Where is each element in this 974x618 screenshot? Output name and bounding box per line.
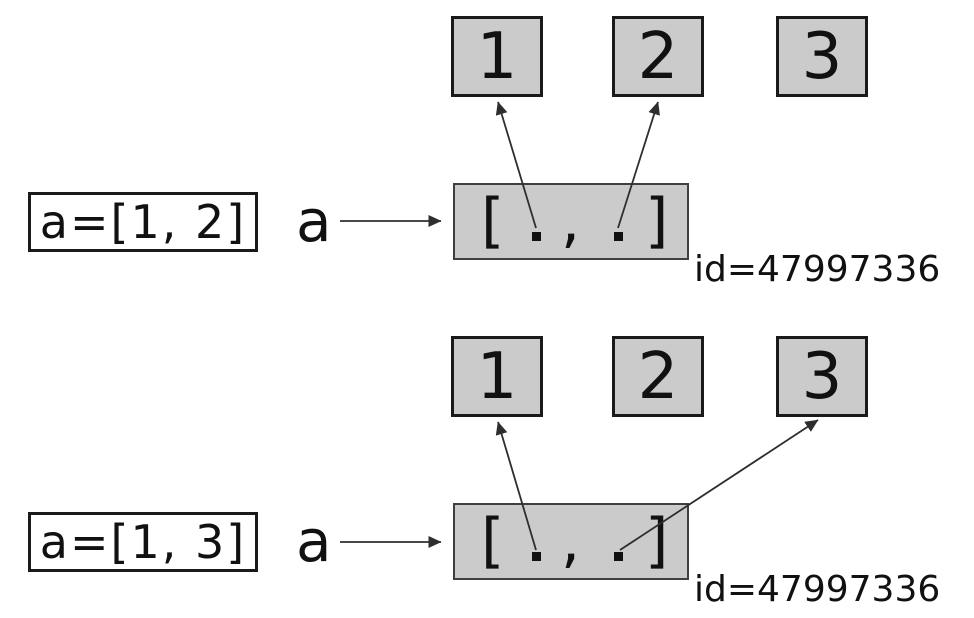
- assignment-label: a=[1, 3]: [39, 515, 247, 569]
- value-box-label: 2: [637, 19, 679, 94]
- variable-name-label: a: [296, 187, 332, 255]
- value-box-label: 1: [476, 19, 518, 94]
- separator-comma: ,: [561, 186, 581, 256]
- object-id-label: id=47997336: [694, 569, 941, 610]
- pointer-dot-1: [614, 552, 623, 561]
- diagram-a-1-2: 1 2 3 a=[1, 2] a [ , ] id=47997336: [0, 0, 974, 300]
- pointer-dot-0: [532, 552, 541, 561]
- value-box-3: 3: [776, 336, 868, 417]
- open-bracket: [: [481, 506, 505, 576]
- diagram-a-1-3: 1 2 3 a=[1, 3] a [ , ] id=47997336: [0, 320, 974, 618]
- list-object-box: [ , ]: [453, 503, 689, 580]
- variable-name-label: a: [296, 507, 332, 575]
- value-box-label: 1: [476, 339, 518, 414]
- assignment-box: a=[1, 3]: [28, 512, 258, 572]
- assignment-label: a=[1, 2]: [39, 195, 247, 249]
- pointer-dot-0: [532, 232, 541, 241]
- separator-comma: ,: [561, 506, 581, 576]
- value-box-label: 3: [801, 19, 843, 94]
- object-id-label: id=47997336: [694, 249, 941, 290]
- value-box-2: 2: [612, 336, 704, 417]
- value-box-2: 2: [612, 16, 704, 97]
- value-box-label: 2: [637, 339, 679, 414]
- value-box-3: 3: [776, 16, 868, 97]
- value-box-label: 3: [801, 339, 843, 414]
- open-bracket: [: [481, 186, 505, 256]
- list-object-box: [ , ]: [453, 183, 689, 260]
- value-box-1: 1: [451, 336, 543, 417]
- value-box-1: 1: [451, 16, 543, 97]
- close-bracket: ]: [645, 506, 669, 576]
- pointer-dot-1: [614, 232, 623, 241]
- assignment-box: a=[1, 2]: [28, 192, 258, 252]
- close-bracket: ]: [645, 186, 669, 256]
